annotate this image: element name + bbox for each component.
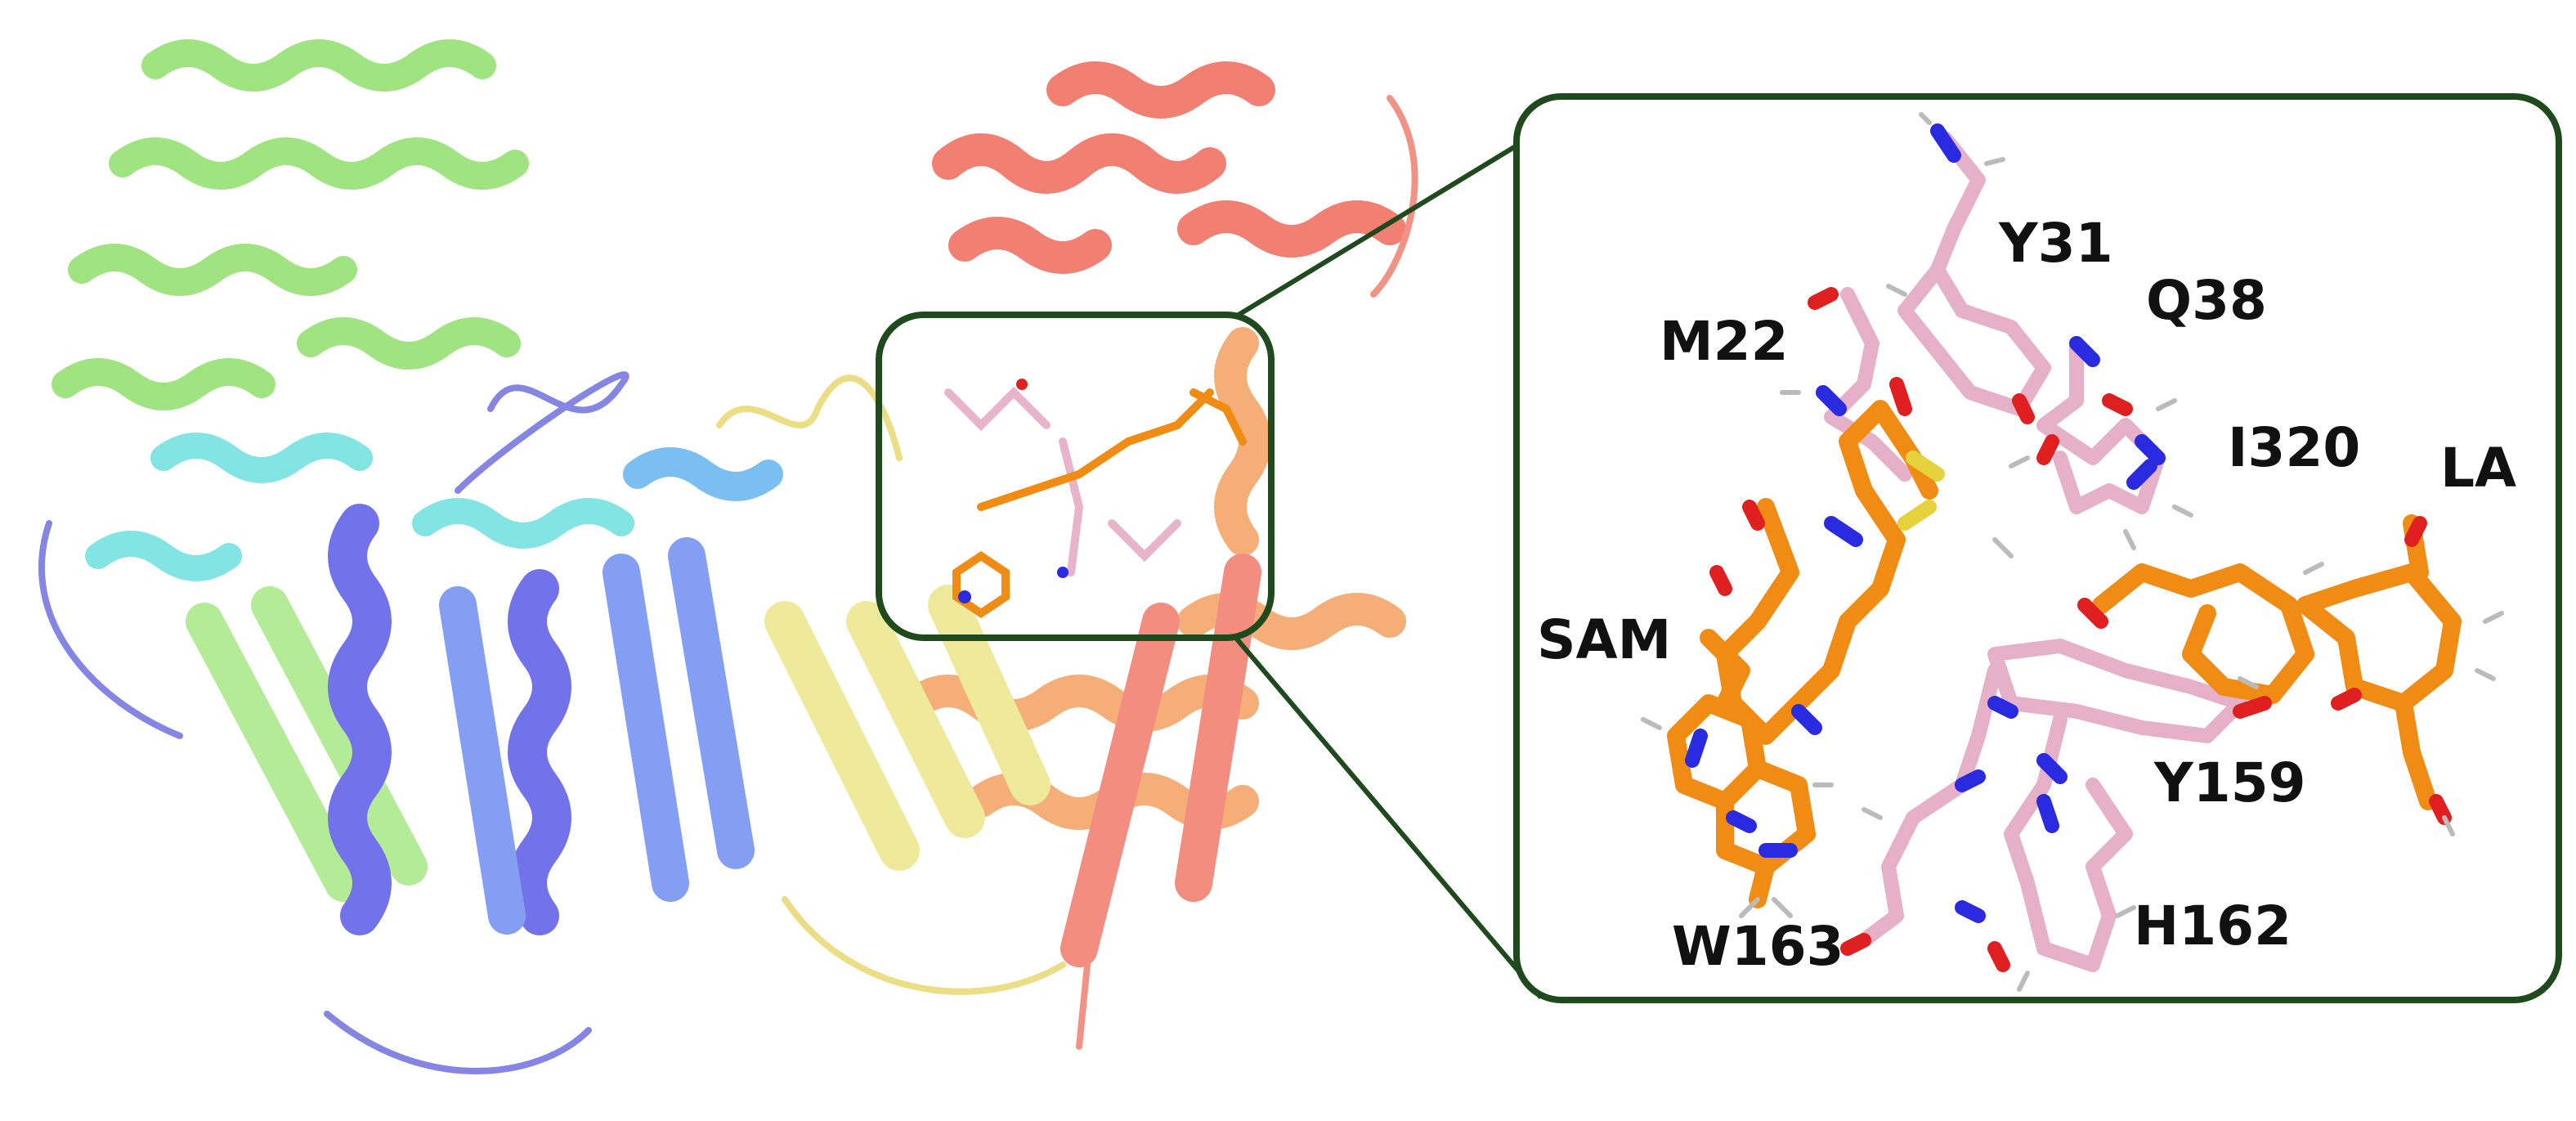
zoom-heteroatoms: [1685, 123, 2452, 972]
zoom-connector-top: [1233, 128, 1543, 320]
active-site-mini-sticks: [944, 379, 1247, 619]
zoom-source-frame: [876, 312, 1275, 641]
oxygen-atoms: [1709, 287, 2452, 972]
zoom-connector-bottom: [1232, 634, 1543, 999]
red-strands: [1060, 554, 1261, 967]
zoom-labels: M22 Y31 Q38 I320 LA SAM Y159 W163 H162: [1537, 212, 2516, 978]
label-h162: H162: [2134, 895, 2292, 957]
sulfur-atoms: [1897, 451, 1945, 531]
zoom-ligand-sticks: [1667, 400, 2462, 908]
red-helices: [932, 61, 1406, 274]
label-sam: SAM: [1537, 608, 1671, 671]
right-domain-cartoon: [716, 61, 1418, 1050]
green-strands: [186, 586, 428, 902]
left-loops: [38, 371, 629, 1074]
label-la: LA: [2440, 437, 2516, 500]
skyblue-helix: [623, 447, 783, 501]
zoom-residue-sticks: [1824, 132, 2247, 972]
blue-helices: [328, 504, 571, 935]
green-helices: [52, 39, 529, 410]
cyan-helices: [85, 433, 634, 581]
label-m22: M22: [1660, 310, 1789, 373]
nitrogen-atoms: [1685, 123, 2166, 923]
label-q38: Q38: [2146, 269, 2267, 332]
label-w163: W163: [1672, 915, 1844, 978]
blue-strands: [439, 537, 755, 935]
left-domain-cartoon: [38, 39, 783, 1074]
label-y159: Y159: [2153, 751, 2306, 814]
yellow-strands: [764, 585, 1051, 871]
label-y31: Y31: [1998, 212, 2113, 275]
zoom-hydrogens: [1641, 112, 2504, 992]
label-i320: I320: [2228, 416, 2360, 479]
